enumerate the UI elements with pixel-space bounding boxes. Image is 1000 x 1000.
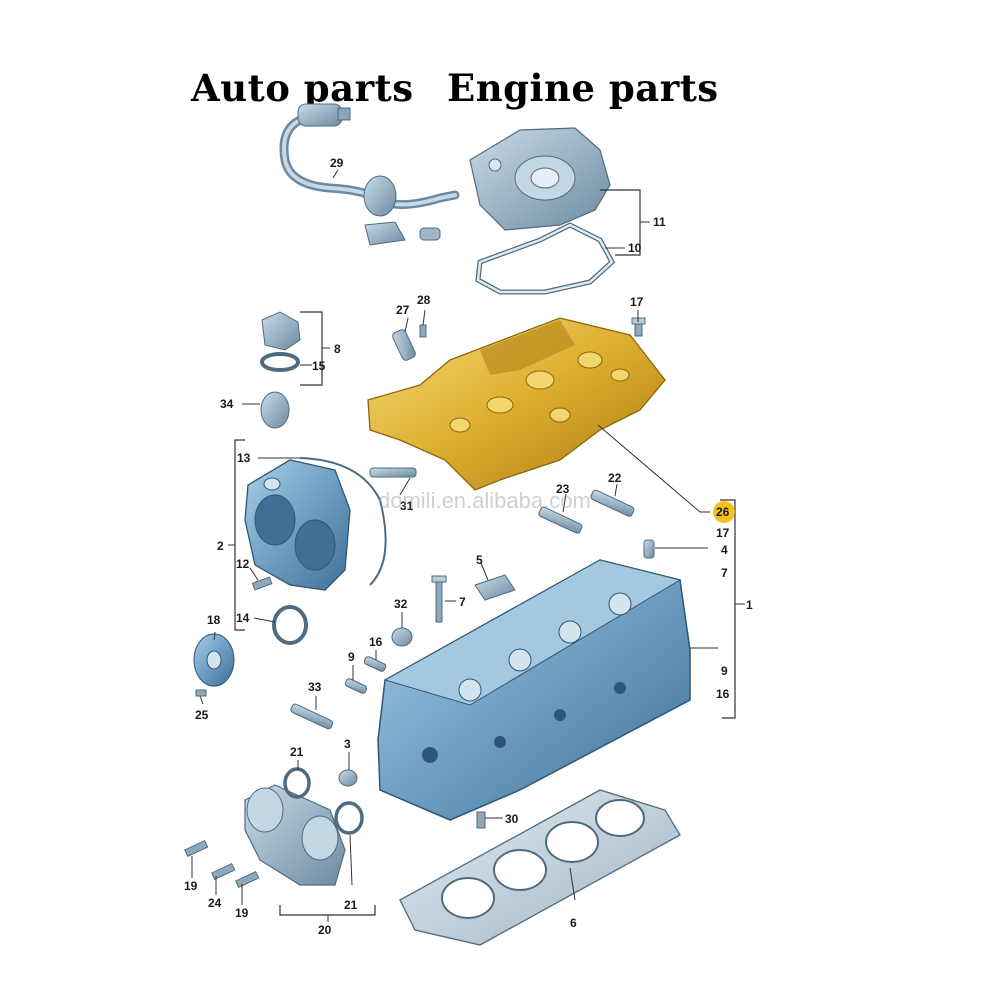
callout-9-right: 9: [721, 664, 728, 678]
leader-lines: [191, 169, 745, 922]
callout-12: 12: [236, 557, 250, 571]
pin-31: [369, 467, 417, 478]
callout-9: 9: [348, 650, 355, 664]
callout-16: 16: [369, 635, 383, 649]
callout-28: 28: [417, 293, 431, 307]
callout-4: 4: [721, 543, 728, 557]
callout-7: 7: [459, 595, 466, 609]
callout-17-top: 17: [630, 295, 644, 309]
callout-22: 22: [608, 471, 622, 485]
bolt-19b: [235, 870, 260, 888]
callout-labels: 29 11 10 17 27 28 8 15 34 13 2 12 14 18 …: [184, 156, 753, 937]
camshaft-adjuster-housing: [244, 784, 346, 886]
callout-21-bottom: 21: [344, 898, 358, 912]
heading-engine-parts: Engine parts: [447, 66, 719, 110]
bolt-24: [211, 862, 236, 880]
bolt-12: [251, 576, 273, 591]
pin-33: [290, 703, 334, 730]
callout-23: 23: [556, 482, 570, 496]
separator-gasket: [475, 222, 616, 295]
highlight-marker-26: [713, 501, 735, 523]
callout-21-top: 21: [290, 745, 304, 759]
callout-24: 24: [208, 896, 222, 910]
callout-2: 2: [217, 539, 224, 553]
callout-32: 32: [394, 597, 408, 611]
callout-6: 6: [570, 916, 577, 930]
callout-17: 17: [716, 526, 730, 540]
callout-5: 5: [476, 553, 483, 567]
callout-33: 33: [308, 680, 322, 694]
callout-18: 18: [207, 613, 221, 627]
o-ring-21b: [334, 801, 364, 835]
injector-23: [538, 506, 583, 534]
screw-28: [419, 324, 427, 338]
callout-25: 25: [195, 708, 209, 722]
callout-19-right: 19: [235, 906, 249, 920]
callout-13: 13: [237, 451, 251, 465]
plate-5: [474, 574, 516, 601]
cylinder-head: [377, 559, 691, 821]
callout-16-right: 16: [716, 687, 730, 701]
dowel-16: [363, 656, 387, 672]
callout-34: 34: [220, 397, 234, 411]
callout-27: 27: [396, 303, 410, 317]
callout-29: 29: [330, 156, 344, 170]
watermark: domili.en.alibaba.com: [378, 488, 591, 513]
dowel-9: [344, 678, 368, 694]
callout-3: 3: [344, 737, 351, 751]
callout-20: 20: [318, 923, 332, 937]
head-gasket: [399, 789, 681, 946]
callout-31: 31: [400, 499, 414, 513]
callout-15: 15: [312, 359, 326, 373]
plug-3: [338, 769, 358, 787]
oil-filler-cap: [260, 311, 301, 429]
oil-separator-housing: [469, 127, 611, 231]
bolt-7: [431, 575, 447, 623]
bolt-19a: [184, 839, 209, 857]
pump-wheel-18: [193, 633, 235, 697]
callout-14: 14: [236, 611, 250, 625]
heading-auto-parts: Auto parts: [191, 66, 414, 110]
callout-11: 11: [653, 215, 666, 229]
injector-22: [590, 489, 635, 517]
o-ring-21a: [283, 767, 311, 799]
callout-26: 26: [716, 505, 730, 519]
timing-cover: [244, 457, 387, 591]
vent-hose-assembly: [279, 103, 460, 246]
callout-1: 1: [746, 598, 753, 612]
bolt-30: [476, 811, 486, 829]
callout-8: 8: [334, 342, 341, 356]
callout-10: 10: [628, 241, 642, 255]
sensor-27: [392, 329, 416, 361]
sleeve-4: [643, 539, 655, 559]
seal-ring-14: [272, 605, 308, 645]
callout-19-left: 19: [184, 879, 198, 893]
plug-32: [391, 627, 413, 647]
valve-cover: [367, 317, 666, 491]
callout-7-right: 7: [721, 566, 728, 580]
callout-30: 30: [505, 812, 519, 826]
